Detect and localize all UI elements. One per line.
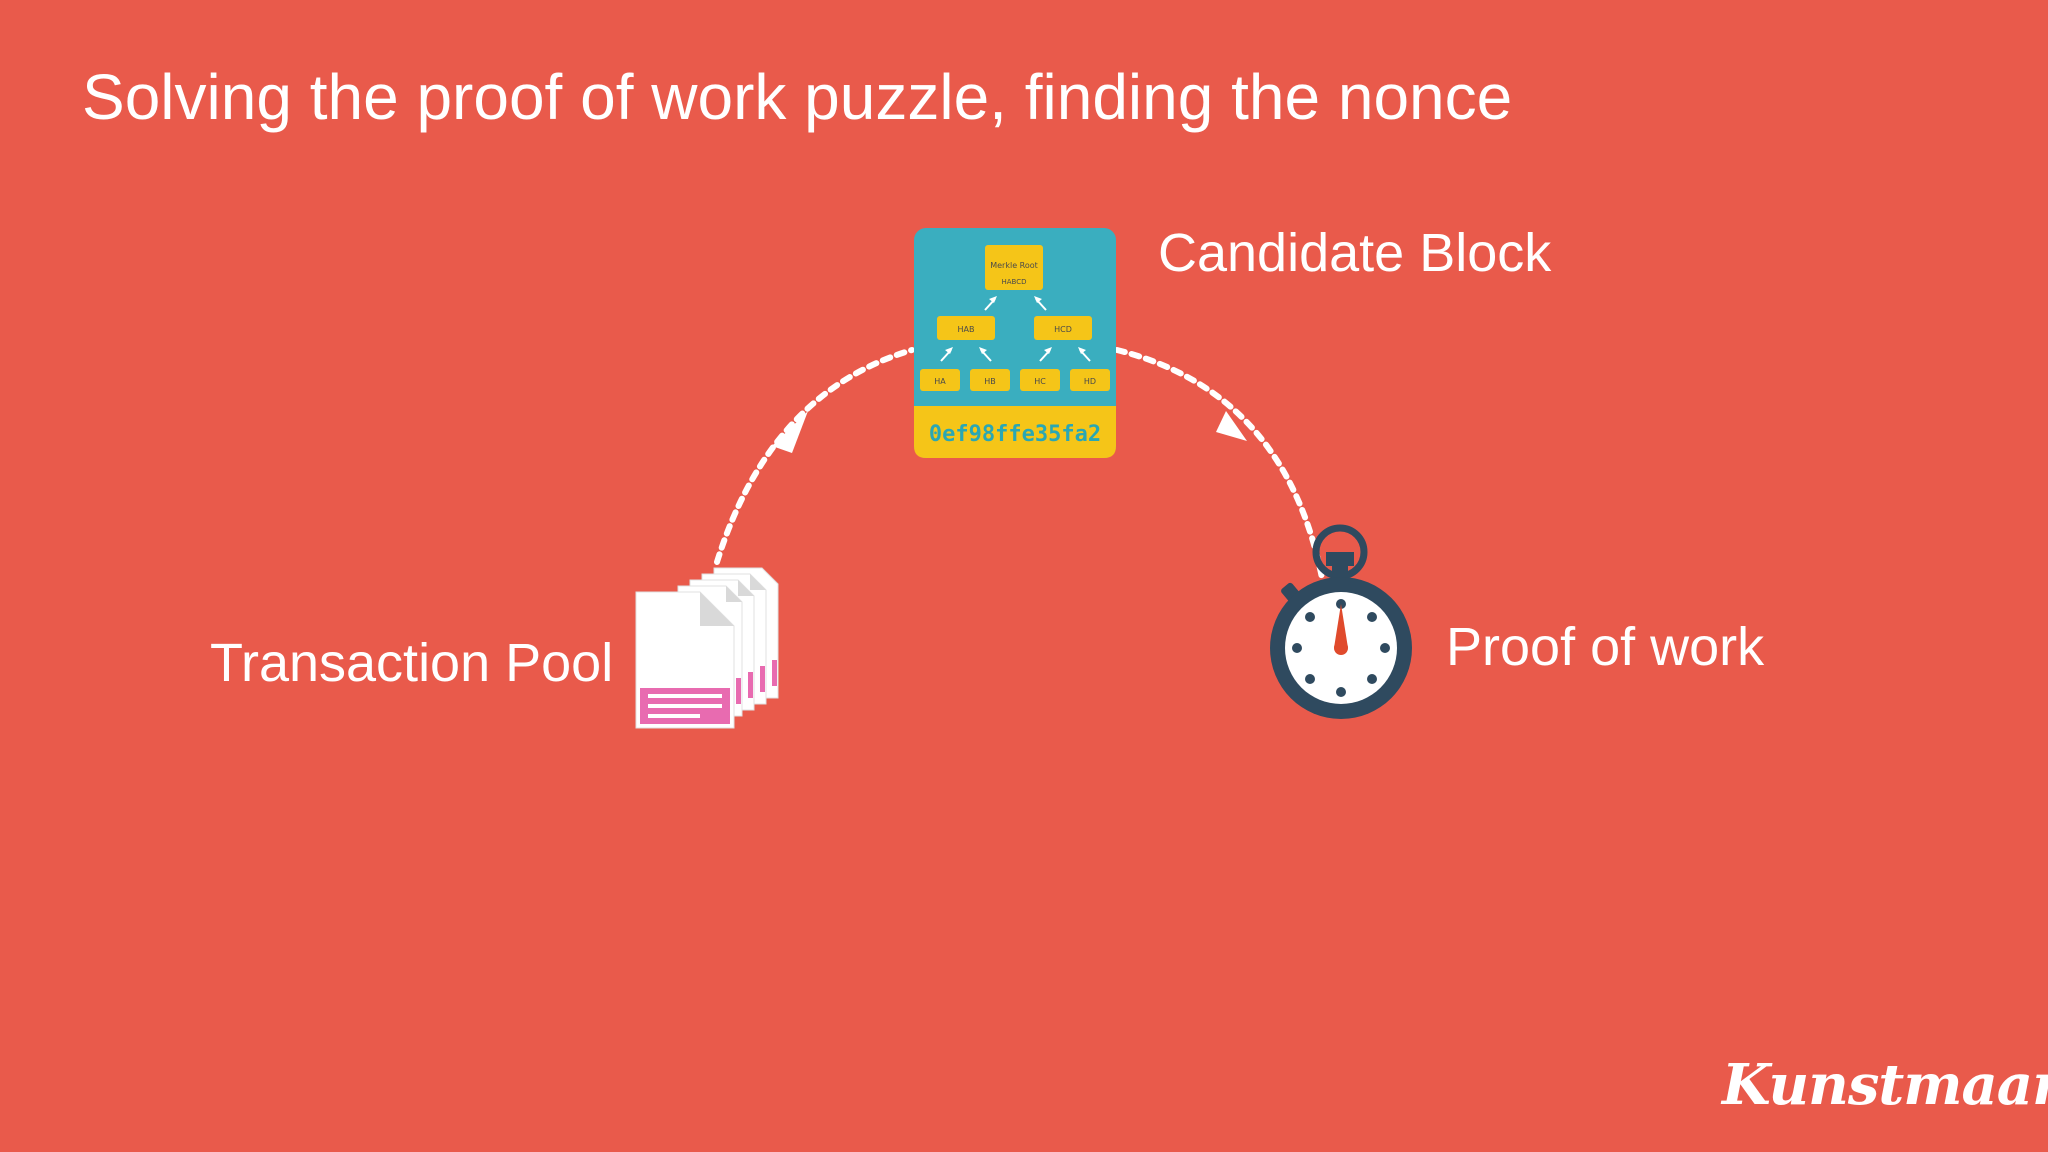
merkle-leaf-ha (920, 369, 960, 391)
arrowhead-up-icon (772, 411, 808, 453)
block-body (914, 228, 1116, 458)
logo-text: Kunstmaan (1722, 1052, 2048, 1118)
merkle-tree-icon: Merkle Root HABCD HAB HCD (920, 245, 1110, 391)
svg-text:HAB: HAB (958, 325, 975, 334)
nonce-value: 0ef98ffe35fa2 (929, 422, 1101, 447)
svg-text:HB: HB (984, 377, 996, 386)
kunstmaan-logo: Kunstmaan® (1722, 1052, 2048, 1118)
document-stack-icon (635, 567, 779, 729)
merkle-node-hab (937, 316, 995, 340)
merkle-leaf-hb (970, 369, 1010, 391)
merkle-root-label: Merkle Root (990, 261, 1038, 270)
merkle-leaf-hd (1070, 369, 1110, 391)
merkle-leaf-hc (1020, 369, 1060, 391)
arc-block-to-pow (1114, 347, 1325, 581)
block-nonce-strip (914, 406, 1116, 458)
candidate-block: 0ef98ffe35fa2 Merkle Root HABCD HAB HCD (914, 228, 1116, 458)
transaction-pool-label: Transaction Pool (210, 633, 614, 693)
svg-text:HC: HC (1034, 377, 1046, 386)
proof-of-work-label: Proof of work (1446, 617, 1765, 677)
svg-text:HCD: HCD (1054, 325, 1072, 334)
arrowhead-down-icon (1216, 411, 1247, 441)
candidate-block-label: Candidate Block (1158, 223, 1552, 283)
merkle-root-hash: HABCD (1001, 278, 1026, 286)
slide-title: Solving the proof of work puzzle, findin… (82, 61, 1513, 133)
svg-text:HD: HD (1084, 377, 1096, 386)
merkle-node-hcd (1034, 316, 1092, 340)
merkle-root-node (985, 245, 1043, 290)
document-front (635, 591, 735, 729)
arc-pool-to-block (714, 347, 915, 565)
stopwatch-icon (1270, 524, 1412, 719)
svg-text:HA: HA (934, 377, 946, 386)
